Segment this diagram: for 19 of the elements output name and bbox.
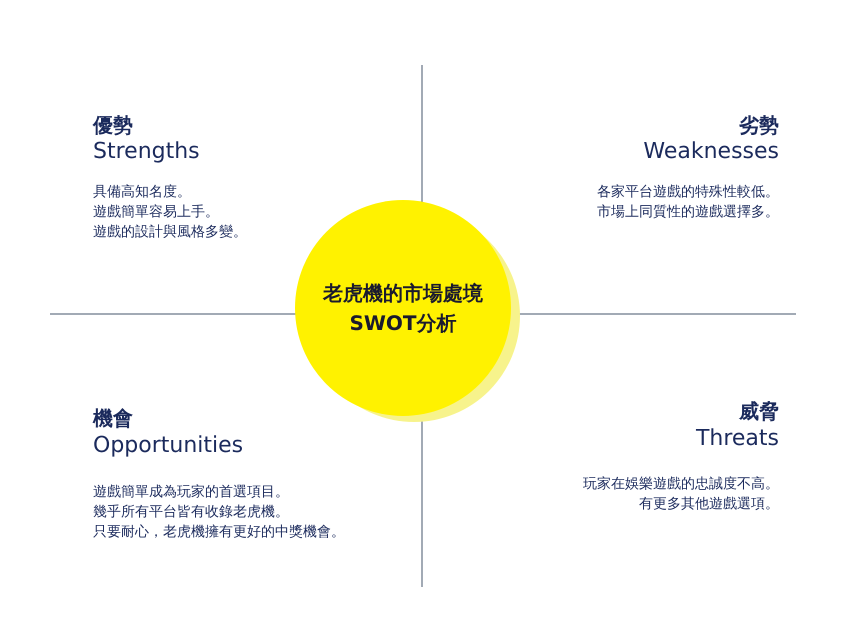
bullet-text: 具備高知名度。 xyxy=(93,183,191,201)
heading: 劣勢 xyxy=(739,112,779,139)
bullet-text: 遊戲的設計與風格多變。 xyxy=(93,223,247,241)
bullet-text: 只要耐心，老虎機擁有更好的中獎機會。 xyxy=(93,523,345,541)
bullet-text: 有更多其他遊戲選項。 xyxy=(639,495,779,513)
circle-title: 老虎機的市場處境SWOT分析 xyxy=(322,280,484,337)
subheading: Threats xyxy=(696,426,779,451)
subheading: Opportunities xyxy=(93,433,244,458)
subheading: Strengths xyxy=(93,139,200,164)
bullet-text: 幾乎所有平台皆有收錄老虎機。 xyxy=(93,503,289,521)
bullet-text: 遊戲簡單容易上手。 xyxy=(93,203,219,221)
heading: 優勢 xyxy=(93,112,133,139)
heading: 機會 xyxy=(93,405,133,432)
bullet-text: 玩家在娛樂遊戲的忠誠度不高。 xyxy=(583,475,779,493)
heading: 威脅 xyxy=(739,398,779,425)
bullet-text: 遊戲簡單成為玩家的首選項目。 xyxy=(93,483,289,501)
bullet-text: 市場上同質性的遊戲選擇多。 xyxy=(597,203,779,221)
subheading: Weaknesses xyxy=(643,139,779,164)
bullet-text: 各家平台遊戲的特殊性較低。 xyxy=(597,183,779,201)
